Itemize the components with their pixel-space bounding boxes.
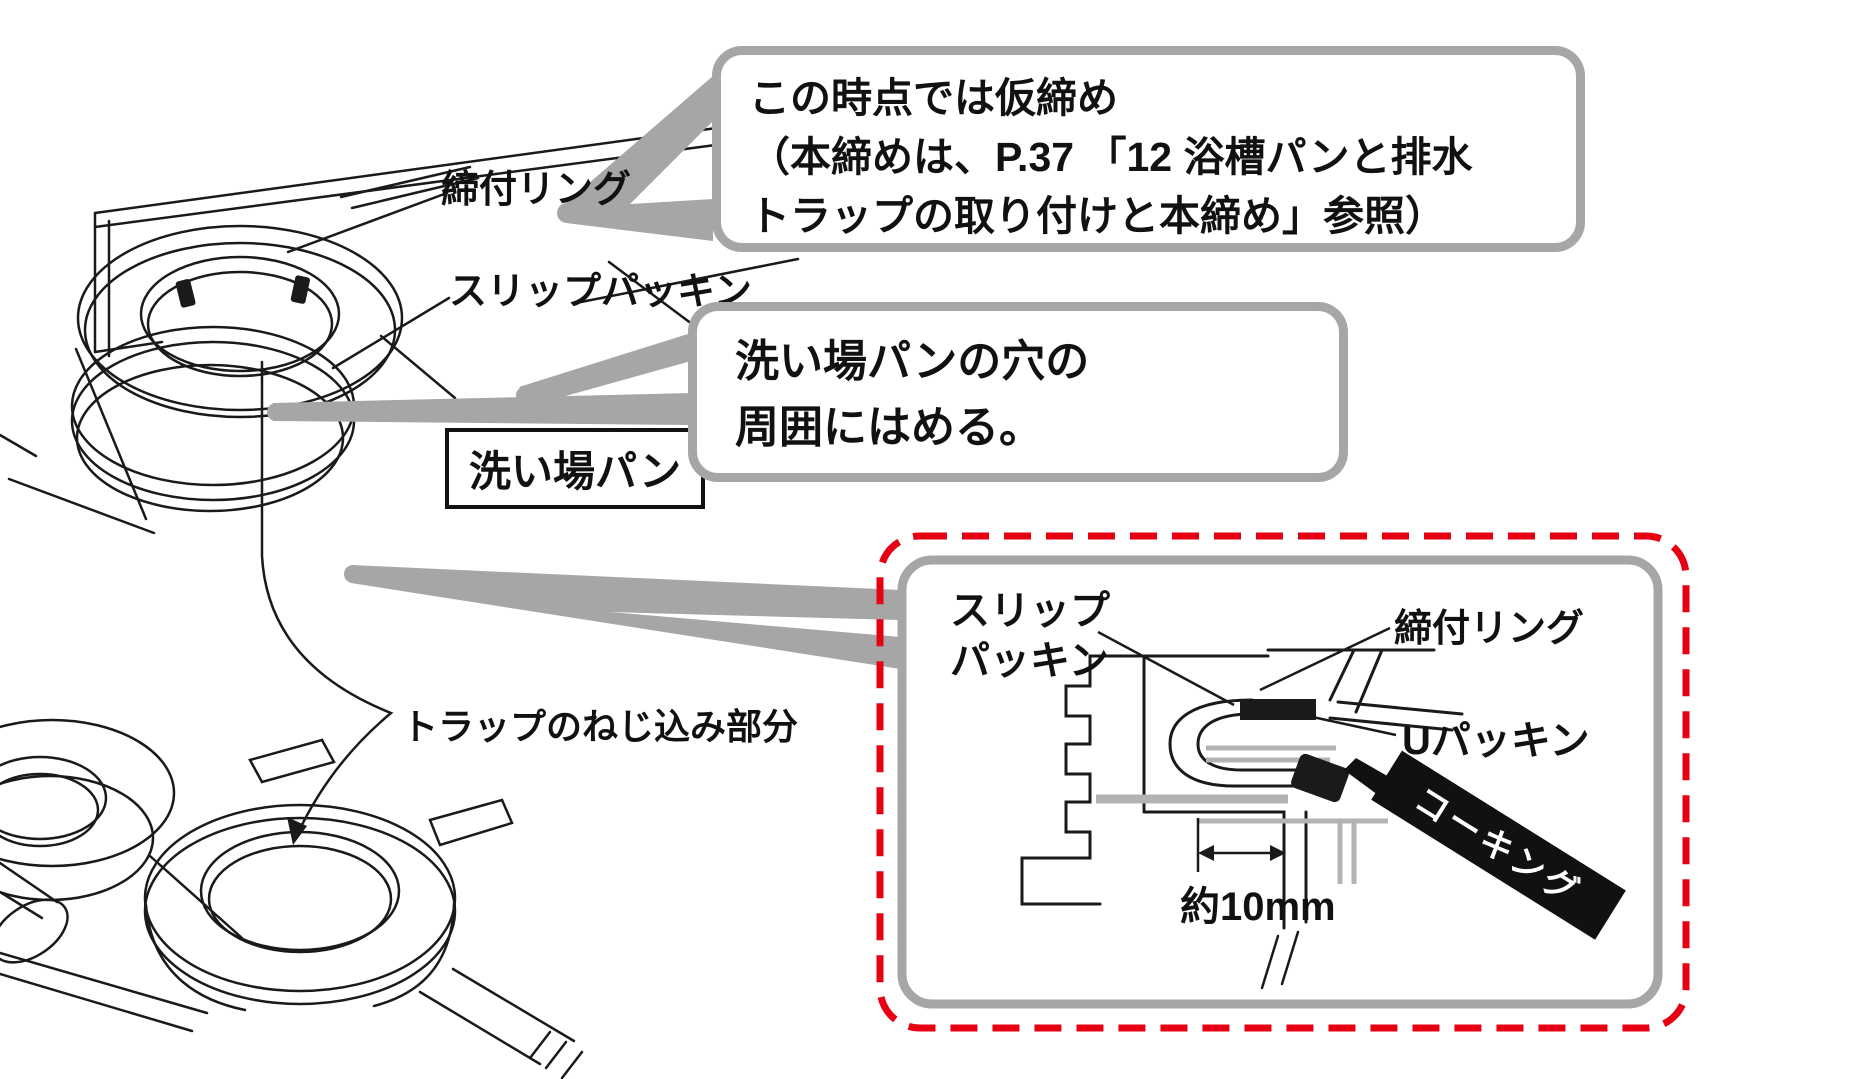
tightening-ring-leader: [286, 191, 449, 254]
callout-temporary-line3: トラップの取り付けと本締め」参照）: [749, 193, 1446, 240]
callout-tails: [267, 76, 713, 425]
trap-screw-leader: [260, 360, 394, 835]
cross-section-pan-lines: [1096, 745, 1388, 884]
dimension-10mm: [1196, 818, 1286, 872]
detail-slip-packing-label: スリップ パッキン: [950, 586, 1110, 686]
tail-fit-callout-lower: [273, 393, 691, 425]
washing-pan-label: 洗い場パン: [445, 428, 706, 509]
detail-tightening-ring-label: 締付リング: [1394, 608, 1585, 650]
callout-temporary-tightening: この時点では仮締め （本締めは、P.37 「12 浴槽パンと排水 トラップの取り…: [712, 46, 1585, 252]
callout-temporary-line1: この時点では仮締め: [749, 75, 1118, 121]
tail-detail-inset: [344, 565, 900, 669]
callout-temporary-line2: （本締めは、P.37 「12 浴槽パンと排水: [749, 134, 1473, 181]
drain-trap-drawing: [0, 718, 584, 1079]
detail-leaders: [1097, 626, 1397, 737]
detail-dimension-label: 約10mm: [1180, 885, 1336, 929]
slip-packing-leader: [331, 296, 451, 370]
callout-fit-around-hole: 洗い場パンの穴の 周囲にはめる。: [688, 302, 1348, 482]
caulking-bead: [1291, 753, 1349, 803]
detail-u-packing-label: Uパッキン: [1402, 719, 1590, 763]
pan-and-ring-drawing: [0, 124, 800, 845]
detail-slip-packing-line1: スリップ: [950, 589, 1110, 633]
callout-fit-line2: 周囲にはめる。: [735, 403, 1043, 452]
red-dashed-frame: [876, 532, 1690, 1032]
slip-packing-seal: [1240, 699, 1316, 720]
tightening-ring-drawing: [76, 224, 404, 419]
callout-fit-line1: 洗い場パンの穴の: [735, 337, 1090, 386]
tail-temporary-callout: [566, 76, 713, 241]
tightening-ring-label: 締付リング: [441, 169, 632, 211]
detail-slip-packing-line2: パッキン: [950, 639, 1109, 683]
cross-section-drawing: [1020, 648, 1464, 990]
trap-screw-section-label: トラップのねじ込み部分: [402, 706, 799, 747]
tail-fit-callout-upper: [519, 333, 691, 404]
